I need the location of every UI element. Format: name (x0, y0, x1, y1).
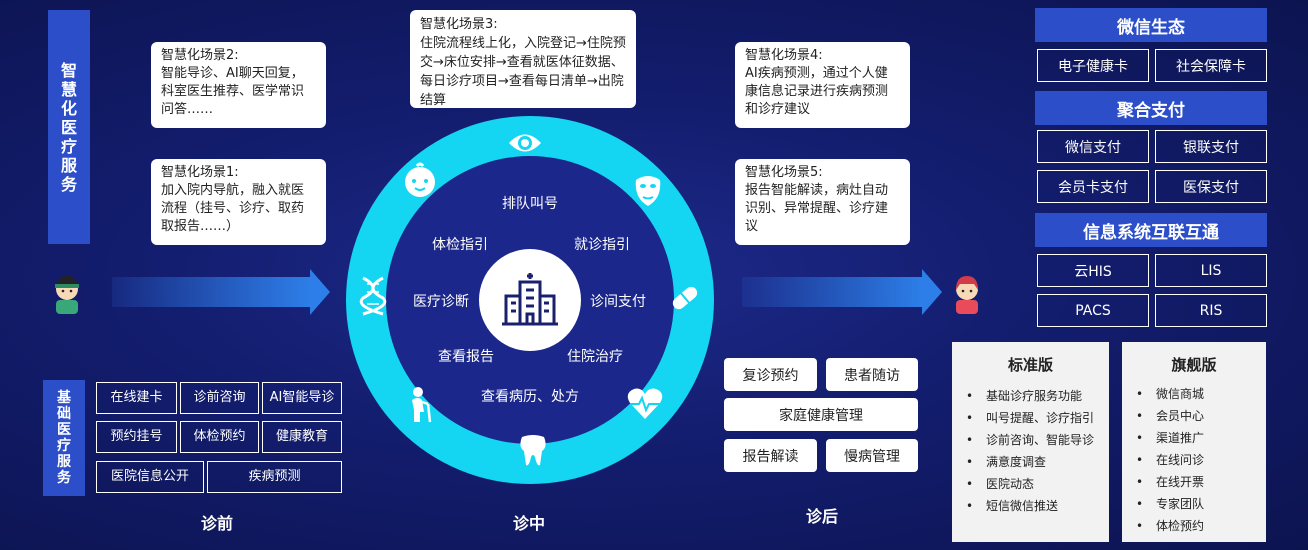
pay-unionpay: 银联支付 (1155, 130, 1267, 163)
patient-avatar-icon (52, 272, 82, 316)
eco-social-card: 社会保障卡 (1155, 49, 1267, 82)
after-report-reading: 报告解读 (724, 439, 817, 472)
sys-lis: LIS (1155, 254, 1267, 287)
basic-item-predict: 疾病预测 (207, 461, 342, 493)
ring-label-report: 查看报告 (438, 349, 494, 365)
list-item: 诊前咨询、智能导诊 (952, 429, 1109, 451)
ring-label-inpatient: 住院治疗 (567, 349, 623, 365)
pay-wechat: 微信支付 (1037, 130, 1149, 163)
stage-post: 诊后 (805, 507, 838, 526)
list-item: 基础诊疗服务功能 (952, 385, 1109, 407)
sys-his: 云HIS (1037, 254, 1149, 287)
pre-arrow (112, 269, 330, 315)
scene4-callout: 智慧化场景4: AI疾病预测，通过个人健康信息记录进行疾病预测和诊疗建议 (735, 42, 910, 128)
stage-pre: 诊前 (200, 514, 233, 533)
scene4-title: 智慧化场景4: (745, 48, 823, 63)
scene3-text: 住院流程线上化，入院登记→住院预交→床位安排→查看就医体征数据、每日诊疗项目→查… (420, 36, 626, 108)
scene2-text: 智能导诊、AI聊天回复，科室医生推荐、医学常识问答…… (161, 66, 305, 117)
sys-pacs: PACS (1037, 294, 1149, 327)
eco-health-card: 电子健康卡 (1037, 49, 1149, 82)
standard-edition-panel: 标准版 基础诊疗服务功能 叫号提醒、诊疗指引 诊前咨询、智能导诊 满意度调查 医… (952, 342, 1109, 542)
ring-label-pay: 诊间支付 (590, 294, 646, 310)
basic-item-education: 健康教育 (262, 421, 342, 453)
sys-ris: RIS (1155, 294, 1267, 327)
scene1-text: 加入院内导航，融入就医流程（挂号、诊疗、取药取报告……） (161, 183, 305, 234)
hospital-hub (479, 249, 581, 351)
tooth-icon (518, 433, 548, 471)
basic-item-checkup: 体检预约 (180, 421, 259, 453)
smart-service-label: 智慧化医疗服务 (48, 10, 90, 244)
pill-icon (667, 280, 703, 320)
list-item: 短信微信推送 (952, 495, 1109, 517)
pay-insurance: 医保支付 (1155, 170, 1267, 203)
scene1-callout: 智慧化场景1: 加入院内导航，融入就医流程（挂号、诊疗、取药取报告……） (151, 159, 326, 245)
list-item: 会员中心 (1122, 405, 1266, 427)
interop-header: 信息系统互联互通 (1035, 213, 1267, 247)
basic-service-label: 基础医疗服务 (43, 380, 85, 496)
flagship-edition-list: 微信商城 会员中心 渠道推广 在线问诊 在线开票 专家团队 体检预约 (1122, 383, 1266, 537)
doctor-avatar-icon (952, 272, 982, 316)
after-followup-booking: 复诊预约 (724, 358, 817, 391)
list-item: 在线问诊 (1122, 449, 1266, 471)
scene1-title: 智慧化场景1: (161, 165, 239, 180)
standard-edition-title: 标准版 (1007, 356, 1053, 374)
scene4-text: AI疾病预测，通过个人健康信息记录进行疾病预测和诊疗建议 (745, 66, 889, 117)
after-family-health: 家庭健康管理 (724, 398, 918, 431)
basic-item-card: 在线建卡 (96, 382, 177, 414)
ring-label-records: 查看病历、处方 (481, 389, 579, 405)
list-item: 医院动态 (952, 473, 1109, 495)
list-item: 满意度调查 (952, 451, 1109, 473)
list-item: 在线开票 (1122, 471, 1266, 493)
list-item: 专家团队 (1122, 493, 1266, 515)
ring-label-guide: 就诊指引 (574, 237, 630, 253)
baby-icon (401, 162, 439, 204)
basic-item-booking: 预约挂号 (96, 421, 177, 453)
dna-icon (357, 276, 389, 320)
list-item: 微信商城 (1122, 383, 1266, 405)
scene2-title: 智慧化场景2: (161, 48, 239, 63)
list-item: 叫号提醒、诊疗指引 (952, 407, 1109, 429)
eye-icon (507, 130, 543, 160)
basic-item-ai-triage: AI智能导诊 (262, 382, 342, 414)
scene3-title: 智慧化场景3: (420, 17, 498, 32)
ring-label-exam: 体检指引 (432, 237, 488, 253)
hospital-icon (502, 273, 558, 326)
elderly-icon (404, 386, 436, 428)
standard-edition-list: 基础诊疗服务功能 叫号提醒、诊疗指引 诊前咨询、智能导诊 满意度调查 医院动态 … (952, 383, 1109, 517)
stage-during: 诊中 (512, 514, 545, 533)
scene5-title: 智慧化场景5: (745, 165, 823, 180)
ring-label-diagnosis: 医疗诊断 (413, 294, 469, 310)
face-mask-icon (633, 172, 663, 212)
post-arrow (742, 269, 942, 315)
flagship-edition-title: 旗舰版 (1171, 356, 1217, 374)
flagship-edition-panel: 旗舰版 微信商城 会员中心 渠道推广 在线问诊 在线开票 专家团队 体检预约 (1122, 342, 1266, 542)
scene5-callout: 智慧化场景5: 报告智能解读，病灶自动识别、异常提醒、诊疗建议 (735, 159, 910, 245)
list-item: 体检预约 (1122, 515, 1266, 537)
after-patient-followup: 患者随访 (826, 358, 918, 391)
basic-item-info: 医院信息公开 (96, 461, 204, 493)
scene3-callout: 智慧化场景3: 住院流程线上化，入院登记→住院预交→床位安排→查看就医体征数据、… (410, 10, 636, 108)
wechat-eco-header: 微信生态 (1035, 8, 1267, 42)
heartbeat-icon (626, 387, 664, 425)
pay-member: 会员卡支付 (1037, 170, 1149, 203)
payment-header: 聚合支付 (1035, 91, 1267, 125)
basic-item-consult: 诊前咨询 (180, 382, 259, 414)
list-item: 渠道推广 (1122, 427, 1266, 449)
ring-label-queue: 排队叫号 (502, 196, 558, 212)
after-chronic: 慢病管理 (826, 439, 918, 472)
scene5-text: 报告智能解读，病灶自动识别、异常提醒、诊疗建议 (745, 183, 889, 234)
scene2-callout: 智慧化场景2: 智能导诊、AI聊天回复，科室医生推荐、医学常识问答…… (151, 42, 326, 128)
